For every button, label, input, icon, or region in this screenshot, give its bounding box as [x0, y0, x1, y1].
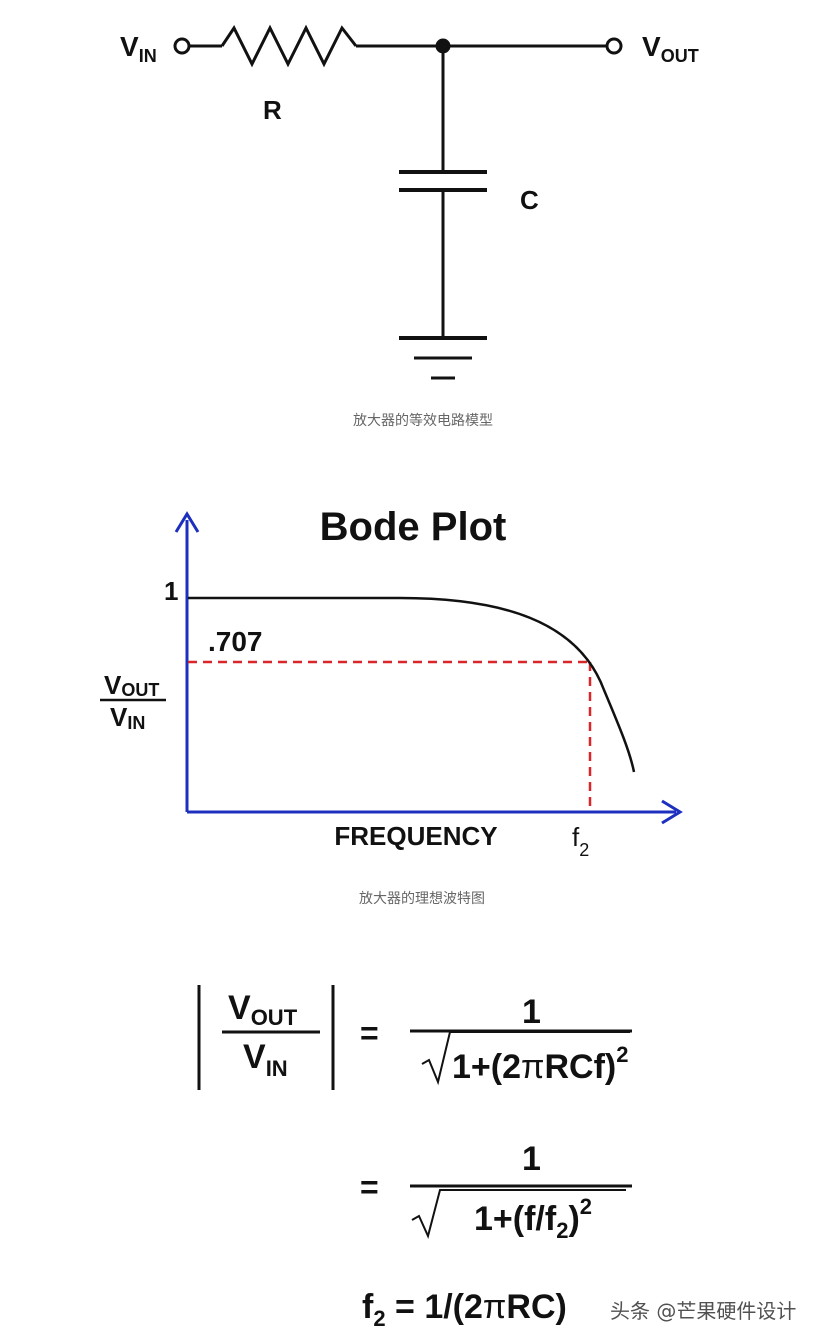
svg-text:VOUT: VOUT — [228, 989, 298, 1030]
circuit-caption: 放大器的等效电路模型 — [353, 412, 493, 429]
cutoff-frequency-label: f2 — [572, 822, 589, 860]
svg-text:VIN: VIN — [110, 702, 145, 733]
x-axis-label: FREQUENCY — [334, 821, 497, 851]
svg-text:VOUT: VOUT — [104, 670, 159, 700]
response-curve — [188, 596, 636, 773]
watermark: 头条 @芒果硬件设计 — [610, 1299, 796, 1323]
vin-terminal — [173, 37, 191, 55]
bode-title: Bode Plot — [320, 505, 507, 549]
svg-text:1: 1 — [522, 993, 541, 1031]
svg-text:VIN: VIN — [243, 1038, 288, 1081]
magnitude-formula: VOUT VIN = 1 1+(2πRCf)2 — [197, 985, 632, 1090]
vout-label: VOUT — [642, 31, 699, 66]
y-axis-label: VOUT VIN — [100, 670, 166, 733]
y-axis-arrowhead — [174, 511, 200, 533]
vout-terminal — [605, 37, 623, 55]
svg-text:1+(2πRCf)2: 1+(2πRCf)2 — [452, 1042, 628, 1086]
resistor-label: R — [263, 95, 282, 125]
equals-sign-1: = — [360, 1015, 379, 1051]
normalized-formula: = 1 1+(f/f2)2 — [360, 1140, 632, 1243]
ground-symbol — [399, 336, 487, 380]
bode-caption: 放大器的理想波特图 — [359, 891, 485, 907]
equals-sign-2: = — [360, 1169, 379, 1205]
svg-text:1: 1 — [522, 1140, 541, 1178]
resistor — [220, 24, 358, 68]
x-axis-arrowhead — [661, 799, 683, 825]
capacitor-label: C — [520, 185, 539, 215]
y-tick-707: .707 — [208, 626, 263, 657]
vin-label: VIN — [120, 31, 157, 66]
capacitor — [399, 170, 487, 192]
svg-text:1+(f/f2)2: 1+(f/f2)2 — [474, 1194, 592, 1243]
y-tick-1: 1 — [164, 576, 178, 606]
bode-axes — [174, 511, 683, 825]
cutoff-formula: f2 = 1/(2πRC) — [362, 1288, 567, 1331]
cutoff-guides — [188, 660, 592, 812]
rc-circuit — [173, 24, 623, 380]
